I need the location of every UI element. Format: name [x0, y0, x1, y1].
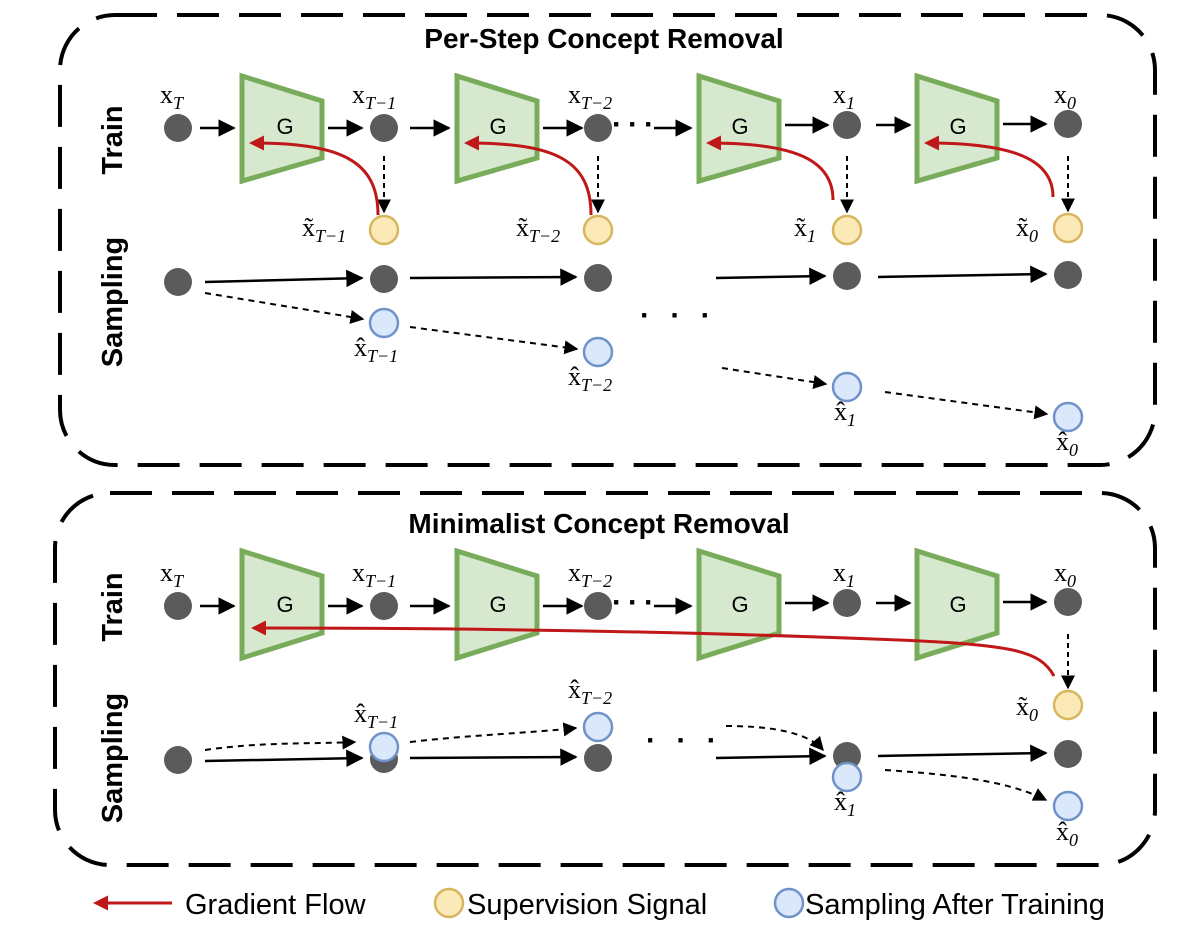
train-arrows-bottom — [200, 593, 1048, 615]
node-x-T-1 — [370, 114, 398, 142]
label-tilde-x-1: x̃1 — [794, 213, 816, 246]
ellipsis-sampling-bottom: · · · — [646, 724, 723, 757]
gradient-flow-arrow-bottom — [251, 620, 1056, 677]
supervision-node — [831, 214, 863, 246]
label-x-T: xT — [160, 80, 185, 113]
generator-label: G — [489, 114, 506, 139]
supervision-node — [1052, 212, 1084, 244]
generator-block: G — [696, 72, 782, 185]
label-x-T: xT — [160, 558, 185, 591]
generator-label: G — [276, 592, 293, 617]
ellipsis-train-bottom: · — [628, 586, 644, 619]
sampling-blue-nodes-bottom — [368, 711, 1084, 822]
node-x-T-2 — [584, 114, 612, 142]
label-x-T-2: xT−2 — [568, 558, 612, 591]
label-hat-x-0: x̂0 — [1056, 427, 1078, 460]
generator-block: G — [239, 72, 325, 185]
sampling-arrows-bottom — [204, 744, 1048, 768]
generator-block: G — [696, 547, 782, 662]
legend: Gradient Flow Supervision Signal Samplin… — [93, 887, 1105, 921]
generator-label: G — [949, 114, 966, 139]
label-x-1: x1 — [833, 558, 855, 591]
legend-supervision-icon — [433, 887, 465, 919]
supervision-node — [1052, 689, 1084, 721]
ellipsis-train-top: · — [628, 108, 644, 141]
label-x-T-1: xT−1 — [352, 558, 396, 591]
supervision-arrows-top — [377, 156, 1075, 214]
sampling-blue-nodes-top — [368, 307, 1084, 433]
ellipsis-sampling-top: · · · — [640, 299, 717, 332]
label-hat-x-0: x̂0 — [1056, 817, 1078, 850]
label-hat-x-T-1: x̂T−1 — [354, 699, 398, 732]
sampling-arrows-top — [204, 265, 1048, 288]
label-tilde-x-T-2: x̃T−2 — [516, 213, 560, 246]
label-x-T-1: xT−1 — [352, 80, 396, 113]
ellipsis-train-top: · — [644, 108, 660, 141]
supervision-node — [368, 214, 400, 246]
panel-border-bottom — [53, 491, 1157, 867]
ellipsis-train-bottom: · — [612, 586, 628, 619]
generator-label: G — [949, 592, 966, 617]
panel-border-top — [58, 13, 1157, 467]
sampling-label-top: Sampling — [97, 237, 129, 368]
generator-label: G — [731, 114, 748, 139]
node-x-T — [164, 114, 192, 142]
generator-block: G — [914, 547, 1000, 662]
node-x-0 — [1054, 110, 1082, 138]
train-nodes-bottom — [164, 588, 1082, 620]
label-x-T-2: xT−2 — [568, 80, 612, 113]
sampling-gray-nodes-bottom — [164, 740, 1082, 774]
supervision-node — [582, 214, 614, 246]
node-x-1 — [833, 111, 861, 139]
label-x-1: x1 — [833, 80, 855, 113]
generator-label: G — [731, 592, 748, 617]
sampling-dashed-arrows-bottom — [204, 722, 1048, 801]
panel-per-step: Per-Step Concept Removal Train Sampling … — [58, 13, 1157, 467]
label-hat-x-T-1: x̂T−1 — [354, 333, 398, 366]
label-x-0: x0 — [1054, 558, 1076, 591]
sampling-dashed-arrows-top — [204, 292, 1049, 420]
label-hat-x-1: x̂1 — [834, 397, 856, 430]
sampling-gray-nodes-top — [164, 261, 1082, 296]
label-tilde-x-T-1: x̃T−1 — [302, 213, 346, 246]
generator-label: G — [276, 114, 293, 139]
train-label-top: Train — [97, 105, 129, 174]
generator-block: G — [454, 547, 540, 662]
generator-block: G — [454, 72, 540, 185]
generator-label: G — [489, 592, 506, 617]
label-hat-x-T-2: x̂T−2 — [568, 675, 612, 708]
train-label-bottom: Train — [97, 572, 129, 641]
train-nodes-top — [164, 110, 1082, 142]
panel-minimalist: Minimalist Concept Removal Train Samplin… — [53, 491, 1157, 867]
legend-gradient-flow: Gradient Flow — [185, 889, 367, 921]
label-tilde-x-0: x̃0 — [1016, 213, 1038, 246]
label-tilde-x-0: x̃0 — [1016, 692, 1038, 725]
label-hat-x-1: x̂1 — [834, 787, 856, 820]
gradient-flow-arrows-top — [249, 135, 1055, 216]
generator-block: G — [239, 547, 325, 662]
supervision-nodes-top — [368, 212, 1084, 246]
legend-sampling-after-training: Sampling After Training — [805, 889, 1105, 921]
ellipsis-train-bottom: · — [644, 586, 660, 619]
label-hat-x-T-2: x̂T−2 — [568, 362, 612, 395]
legend-supervision-signal: Supervision Signal — [467, 889, 707, 921]
sampling-label-bottom: Sampling — [97, 693, 129, 824]
label-x-0: x0 — [1054, 80, 1076, 113]
legend-sampling-icon — [773, 887, 805, 919]
ellipsis-train-top: · — [612, 108, 628, 141]
train-arrows-top — [200, 115, 1048, 137]
panel-title-top: Per-Step Concept Removal — [424, 23, 783, 54]
panel-title-bottom: Minimalist Concept Removal — [408, 508, 789, 539]
generator-block: G — [914, 72, 1000, 185]
